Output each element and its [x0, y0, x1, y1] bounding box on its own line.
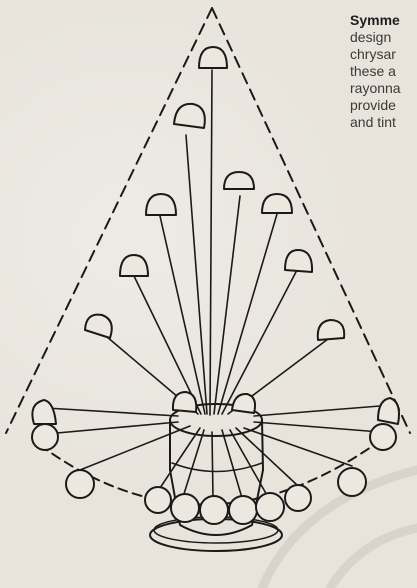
caption-line: design: [350, 29, 417, 46]
container-inner-band: [172, 463, 262, 472]
flower-head: [378, 398, 399, 424]
flower-head: [32, 400, 56, 424]
caption-line: rayonna: [350, 80, 417, 97]
flower-head: [370, 424, 396, 450]
flower-head: [200, 496, 228, 524]
flower-head: [224, 172, 254, 189]
flower-head: [145, 487, 171, 513]
flower-head: [338, 468, 366, 496]
flower-head: [262, 194, 292, 213]
flower-stems: [46, 70, 380, 498]
flower-heads: [32, 47, 399, 524]
caption-line: provide: [350, 97, 417, 114]
flower-head: [285, 485, 311, 511]
caption-line: chrysar: [350, 46, 417, 63]
flower-head: [66, 470, 94, 498]
flower-head: [256, 493, 284, 521]
flower-head: [32, 424, 58, 450]
flower-head: [232, 394, 255, 413]
flower-head: [229, 496, 257, 524]
flower-head: [85, 315, 112, 338]
dashed-front-arc: [40, 432, 392, 504]
caption-line: and tint: [350, 114, 417, 131]
caption-line: these a: [350, 63, 417, 80]
flower-head: [171, 494, 199, 522]
caption-line: Symme: [350, 12, 417, 29]
flower-head: [174, 104, 205, 128]
flower-head: [173, 392, 196, 412]
flower-head: [146, 194, 176, 215]
flower-head: [120, 255, 148, 276]
flower-head: [285, 250, 312, 272]
caption-text: Symme design chrysar these a rayonna pro…: [350, 12, 417, 131]
flower-head: [318, 320, 344, 340]
flower-head: [199, 47, 227, 68]
background-circle-arc: [330, 528, 417, 588]
